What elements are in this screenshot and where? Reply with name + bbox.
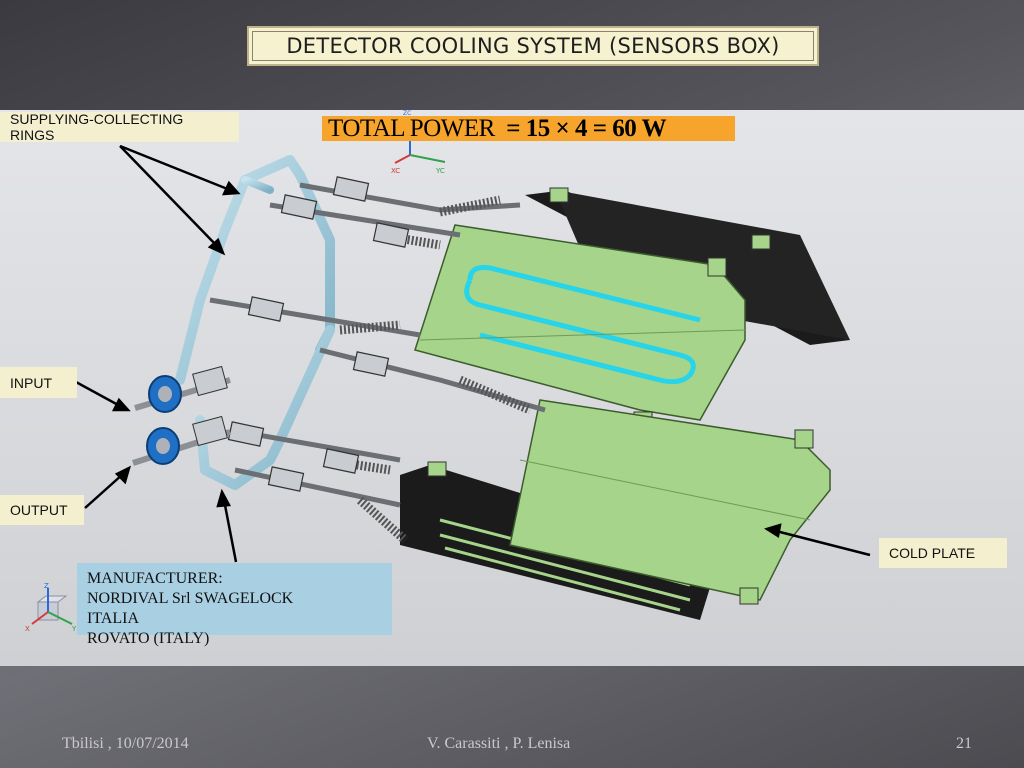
output-label: OUTPUT xyxy=(0,495,84,525)
input-label: INPUT xyxy=(0,367,77,398)
manufacturer-line-4: ROVATO (ITALY) xyxy=(87,630,210,647)
footer-location-date: Tbilisi , 10/07/2014 xyxy=(62,735,189,752)
zc-axis-label: ZC xyxy=(403,110,411,117)
view-triad-icon: Z X Y xyxy=(25,582,77,633)
x-axis-label: X xyxy=(25,625,30,633)
total-power-label: TOTAL POWER xyxy=(328,114,495,142)
y-axis-label: Y xyxy=(71,625,77,633)
slide-title-box: DETECTOR COOLING SYSTEM (SENSORS BOX) xyxy=(247,26,819,66)
manufacturer-line-2: NORDIVAL Srl SWAGELOCK xyxy=(87,590,294,607)
flex-hoses xyxy=(324,195,532,544)
manufacturer-line-1: MANUFACTURER: xyxy=(87,570,223,587)
footer-page-number: 21 xyxy=(956,735,972,752)
input-label-text: INPUT xyxy=(10,374,52,391)
z-axis-label: Z xyxy=(44,582,49,590)
rings-label: SUPPLYING-COLLECTING RINGS xyxy=(0,111,239,143)
input-flange xyxy=(134,365,231,413)
wcs-triad-icon: ZC XC YC xyxy=(391,110,446,175)
slide-title: DETECTOR COOLING SYSTEM (SENSORS BOX) xyxy=(286,34,780,58)
swagelok-fittings xyxy=(227,176,410,492)
yc-axis-label: YC xyxy=(435,167,445,175)
total-power-banner: TOTAL POWER = 15 × 4 = 60 W xyxy=(322,114,735,142)
total-power-formula: = 15 × 4 = 60 W xyxy=(506,114,667,142)
callout-arrows xyxy=(75,144,871,563)
cold-plate-lower xyxy=(509,399,831,605)
footer-authors: V. Carassiti , P. Lenisa xyxy=(427,735,571,752)
manufacturer-line-3: ITALIA xyxy=(87,610,140,627)
manufacturer-box: MANUFACTURER: NORDIVAL Srl SWAGELOCK ITA… xyxy=(77,563,392,647)
cold-plate-label-text: COLD PLATE xyxy=(889,545,976,561)
rings-label-text: SUPPLYING-COLLECTING RINGS xyxy=(10,111,184,143)
output-flange xyxy=(132,415,231,466)
xc-axis-label: XC xyxy=(391,167,400,175)
output-label-text: OUTPUT xyxy=(10,502,68,518)
cold-plate-label: COLD PLATE xyxy=(879,538,1007,568)
